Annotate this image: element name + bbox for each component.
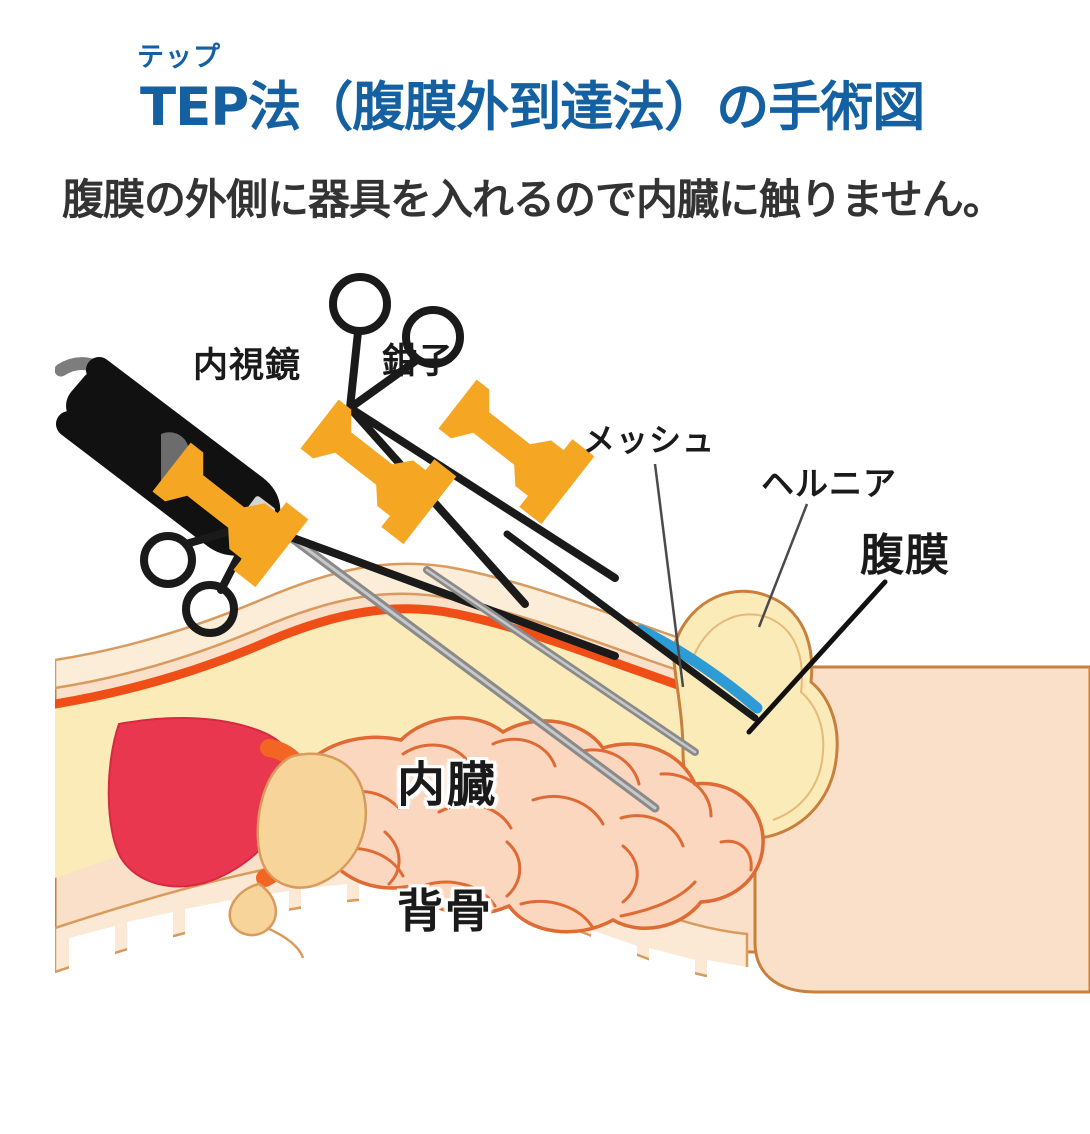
page-subtitle: 腹膜の外側に器具を入れるので内臓に触りません。 bbox=[62, 175, 1005, 224]
surgery-illustration: 内視鏡 鉗子 メッシュ ヘルニア 腹膜 内臓 背骨 bbox=[55, 252, 1090, 1112]
instrument-shafts bbox=[423, 530, 759, 756]
forceps-upper bbox=[329, 273, 619, 608]
label-spine: 背骨 bbox=[397, 884, 493, 938]
heading-block: テップ TEP法（腹膜外到達法）の手術図 腹膜の外側に器具を入れるので内臓に触り… bbox=[0, 0, 1090, 250]
mesh bbox=[635, 624, 763, 714]
leader-lines bbox=[653, 463, 809, 688]
label-organs: 内臓 bbox=[397, 757, 498, 813]
label-forceps: 鉗子 bbox=[382, 342, 455, 382]
leader-hernia bbox=[757, 503, 809, 628]
page-title: TEP法（腹膜外到達法）の手術図 bbox=[140, 77, 925, 138]
trocar-3 bbox=[438, 379, 595, 525]
trocar-ports bbox=[152, 379, 595, 588]
stomach bbox=[228, 752, 368, 959]
trocar-2 bbox=[300, 399, 457, 545]
anatomy-svg bbox=[55, 273, 1090, 1000]
trocar-1 bbox=[152, 442, 309, 588]
leader-peritoneum bbox=[746, 579, 888, 735]
label-mesh: メッシュ bbox=[583, 421, 716, 459]
label-hernia: ヘルニア bbox=[761, 464, 897, 503]
leader-mesh bbox=[653, 463, 685, 688]
title-ruby: テップ bbox=[137, 42, 221, 73]
label-peritoneum: 腹膜 bbox=[860, 530, 950, 581]
label-endoscope: 内視鏡 bbox=[193, 346, 302, 386]
